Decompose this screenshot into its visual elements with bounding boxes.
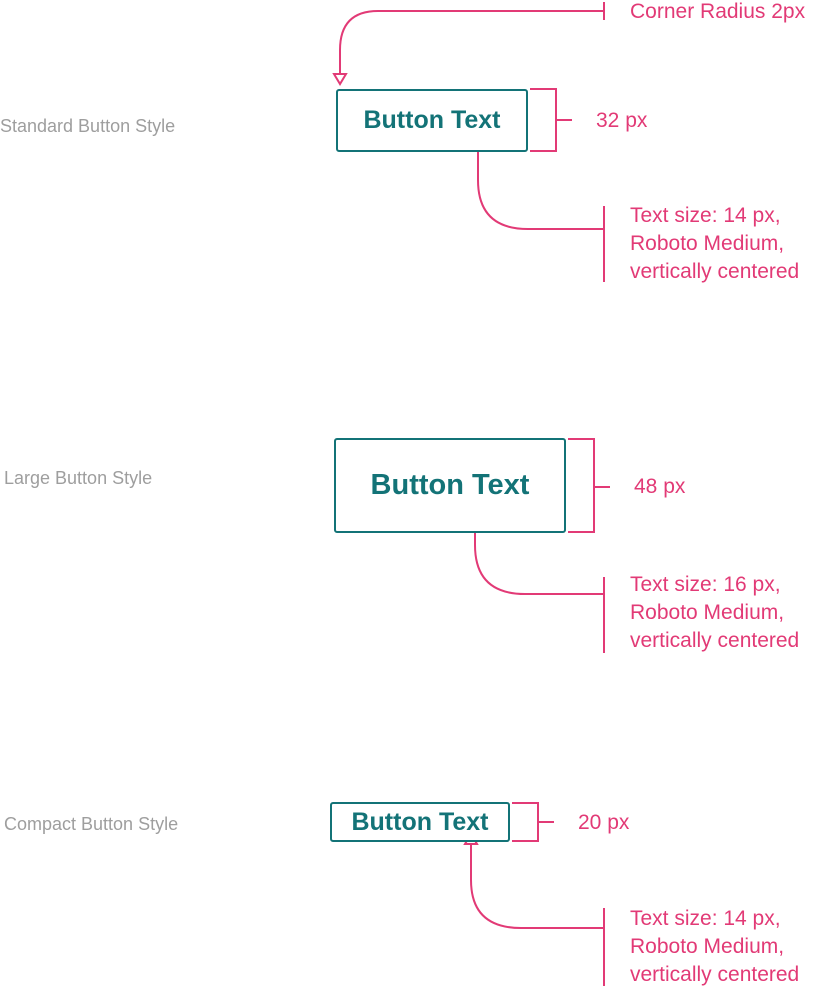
standard-style-label: Standard Button Style — [0, 116, 176, 136]
standard-height-note: 32 px — [596, 109, 648, 132]
compact-height-note: 20 px — [578, 811, 630, 834]
compact-text-note-line-1: Text size: 14 px, — [630, 907, 781, 930]
corner-radius-leader — [339, 2, 605, 74]
compact-text-note-line-2: Roboto Medium, — [630, 935, 785, 958]
standard-text-note-line-2: Roboto Medium, — [630, 232, 785, 255]
standard-height-bracket — [530, 88, 572, 152]
large-text-note: Text size: 16 px, Roboto Medium, vertica… — [630, 571, 799, 655]
large-style-label: Large Button Style — [4, 468, 153, 488]
standard-text-leader — [477, 146, 605, 282]
standard-text-note-line-1: Text size: 14 px, — [630, 204, 781, 227]
compact-text-note: Text size: 14 px, Roboto Medium, vertica… — [630, 905, 799, 989]
large-text-leader — [474, 510, 605, 653]
large-height-note: 48 px — [634, 475, 686, 498]
standard-text-note-line-3: vertically centered — [630, 260, 800, 283]
compact-text-leader — [470, 844, 605, 986]
compact-text-note-line-3: vertically centered — [630, 963, 800, 986]
large-height-bracket — [568, 438, 610, 533]
standard-text-note: Text size: 14 px, Roboto Medium, vertica… — [630, 202, 799, 286]
corner-radius-arrowhead — [332, 73, 348, 86]
large-text-note-line-2: Roboto Medium, — [630, 601, 785, 624]
compact-button[interactable]: Button Text — [330, 802, 510, 842]
large-text-note-line-3: vertically centered — [630, 629, 800, 652]
large-text-note-line-1: Text size: 16 px, — [630, 573, 781, 596]
corner-radius-note: Corner Radius 2px — [630, 0, 806, 23]
compact-style-label: Compact Button Style — [4, 814, 179, 834]
compact-height-bracket — [512, 802, 554, 842]
large-button[interactable]: Button Text — [334, 438, 566, 533]
standard-button[interactable]: Button Text — [336, 89, 528, 152]
